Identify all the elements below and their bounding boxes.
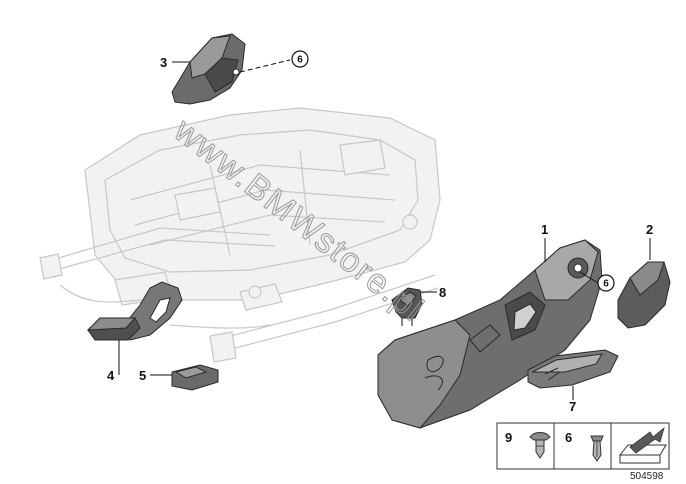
callout-5: 5	[139, 368, 146, 383]
leader-lines	[118, 61, 651, 400]
part-3-bracket	[171, 33, 291, 105]
callout-6-circled-right: 6	[597, 274, 615, 292]
legend-item-6-label: 6	[565, 430, 572, 445]
callout-2: 2	[646, 222, 653, 237]
callout-3: 3	[160, 55, 167, 70]
callout-7: 7	[569, 399, 576, 414]
callout-6-circled-top: 6	[291, 50, 309, 68]
part-1-side-trim	[377, 239, 603, 429]
part-5-clip	[171, 364, 219, 391]
part-2-cover	[617, 261, 671, 329]
seat-frame-ghost	[39, 107, 441, 363]
legend-item-9-label: 9	[505, 430, 512, 445]
callouts: 3 1 2 4 5 7 8 6 6	[107, 50, 653, 414]
callout-1: 1	[541, 222, 548, 237]
reference-number: 504598	[630, 471, 664, 482]
callout-6-top-label: 6	[297, 55, 303, 66]
part-8-bracket	[391, 287, 423, 326]
installation-direction-icon	[618, 426, 667, 464]
callout-4: 4	[107, 368, 115, 383]
callout-8: 8	[439, 285, 446, 300]
part-4-lever	[86, 281, 183, 341]
push-rivet-icon	[529, 432, 551, 459]
expanding-rivet-icon	[590, 435, 604, 462]
legend-box: 9 6	[496, 422, 670, 470]
callout-6-right-label: 6	[603, 279, 609, 290]
part-7-handle	[527, 349, 619, 389]
